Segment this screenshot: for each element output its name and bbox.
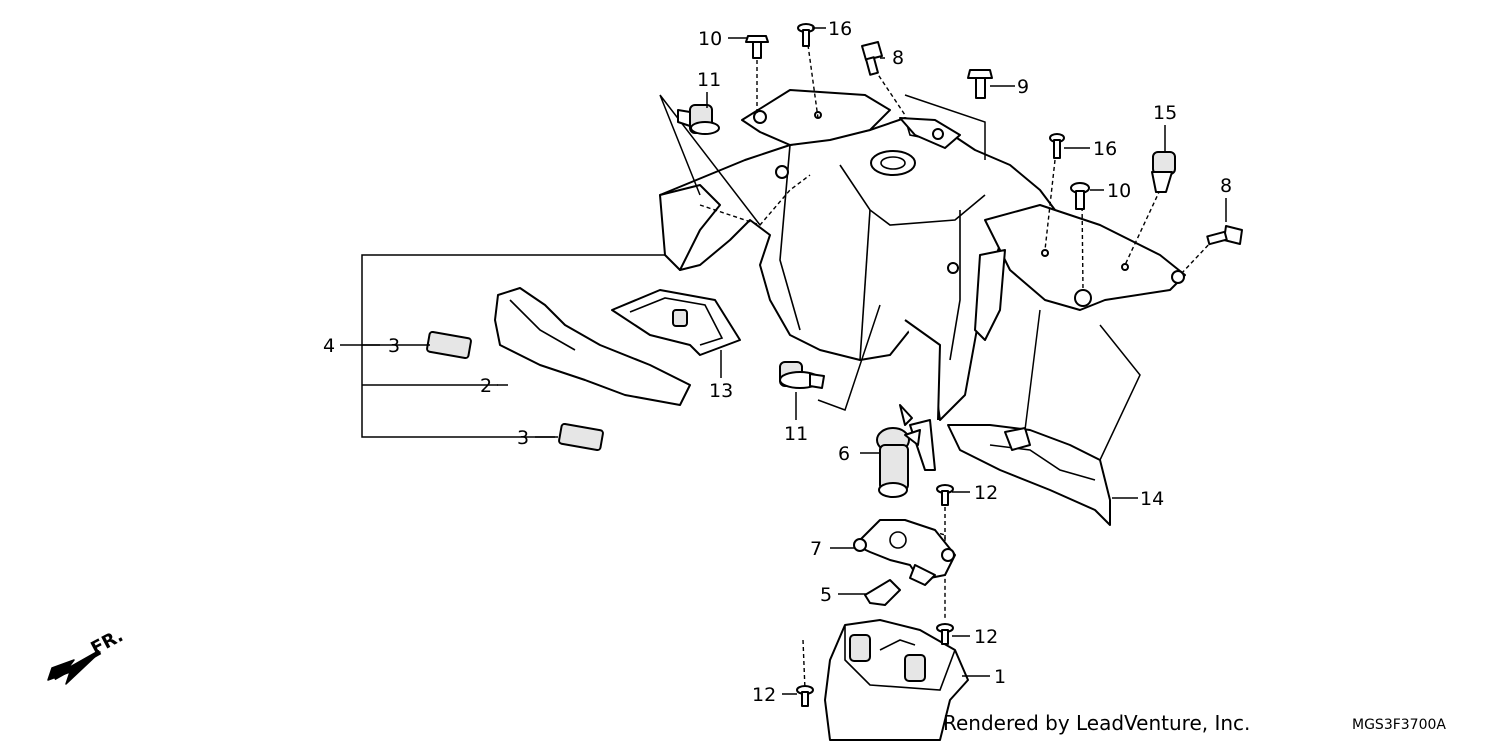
bolt-12-upper: [936, 484, 954, 506]
clip-11-lower: [779, 361, 825, 389]
leader-11-upper: [659, 94, 761, 226]
plate-7: [853, 519, 956, 586]
pad-3-upper: [426, 330, 472, 360]
diagram-code: MGS3F3700A: [1352, 717, 1446, 733]
callout-6: 6: [838, 443, 850, 465]
callout-13: 13: [709, 380, 733, 402]
screw-16-top: [797, 23, 815, 47]
callout-9: 9: [1017, 76, 1029, 98]
callout-4: 4: [323, 335, 335, 357]
callout-12-middle: 12: [974, 626, 998, 648]
screw-16-right: [1049, 133, 1065, 159]
key-cylinder-6: [876, 404, 936, 498]
housing-1: [824, 619, 969, 741]
leader-14-arm: [1099, 324, 1141, 461]
clip-5: [864, 579, 901, 606]
callout-3-upper: 3: [388, 335, 400, 357]
callout-2: 2: [480, 375, 492, 397]
bolt-12-lower: [796, 685, 814, 707]
callout-16-right: 16: [1093, 138, 1117, 160]
clip-15: [1151, 151, 1176, 193]
bolt-8-right: [1206, 225, 1243, 246]
clip-11-upper: [677, 104, 720, 135]
inner-cover: [659, 117, 1056, 421]
callout-15: 15: [1153, 102, 1177, 124]
bolt-12-middle: [936, 623, 954, 645]
callout-8-top: 8: [892, 47, 904, 69]
callout-16-top: 16: [828, 18, 852, 40]
render-credit: Rendered by LeadVenture, Inc.: [943, 711, 1251, 735]
bolt-10-right: [1070, 182, 1090, 210]
pad-3-lower: [558, 422, 604, 452]
part-13-frame: [611, 289, 741, 356]
callout-12-lower: 12: [752, 684, 776, 706]
callout-11-upper: 11: [697, 69, 721, 91]
part-2-strip: [494, 287, 691, 406]
top-bracket: [741, 89, 961, 149]
callout-10-right: 10: [1107, 180, 1131, 202]
callout-7: 7: [810, 538, 822, 560]
front-arrow-icon: [47, 649, 102, 685]
callout-10-top: 10: [698, 28, 722, 50]
callout-11-lower: 11: [784, 423, 808, 445]
cover-14: [947, 424, 1111, 526]
right-arm: [974, 204, 1186, 341]
callout-12-upper: 12: [974, 482, 998, 504]
callout-1: 1: [994, 666, 1006, 688]
leader-14-pin: [1024, 309, 1041, 431]
bolt-8-top: [861, 41, 883, 76]
bolt-9: [967, 69, 993, 99]
leader-9-bracket: [904, 94, 986, 160]
callout-5: 5: [820, 584, 832, 606]
leader-11-lower: [817, 304, 881, 411]
callout-3-lower: 3: [517, 427, 529, 449]
callout-14: 14: [1140, 488, 1164, 510]
callout-8-right: 8: [1220, 175, 1232, 197]
bolt-10-top: [745, 35, 769, 59]
